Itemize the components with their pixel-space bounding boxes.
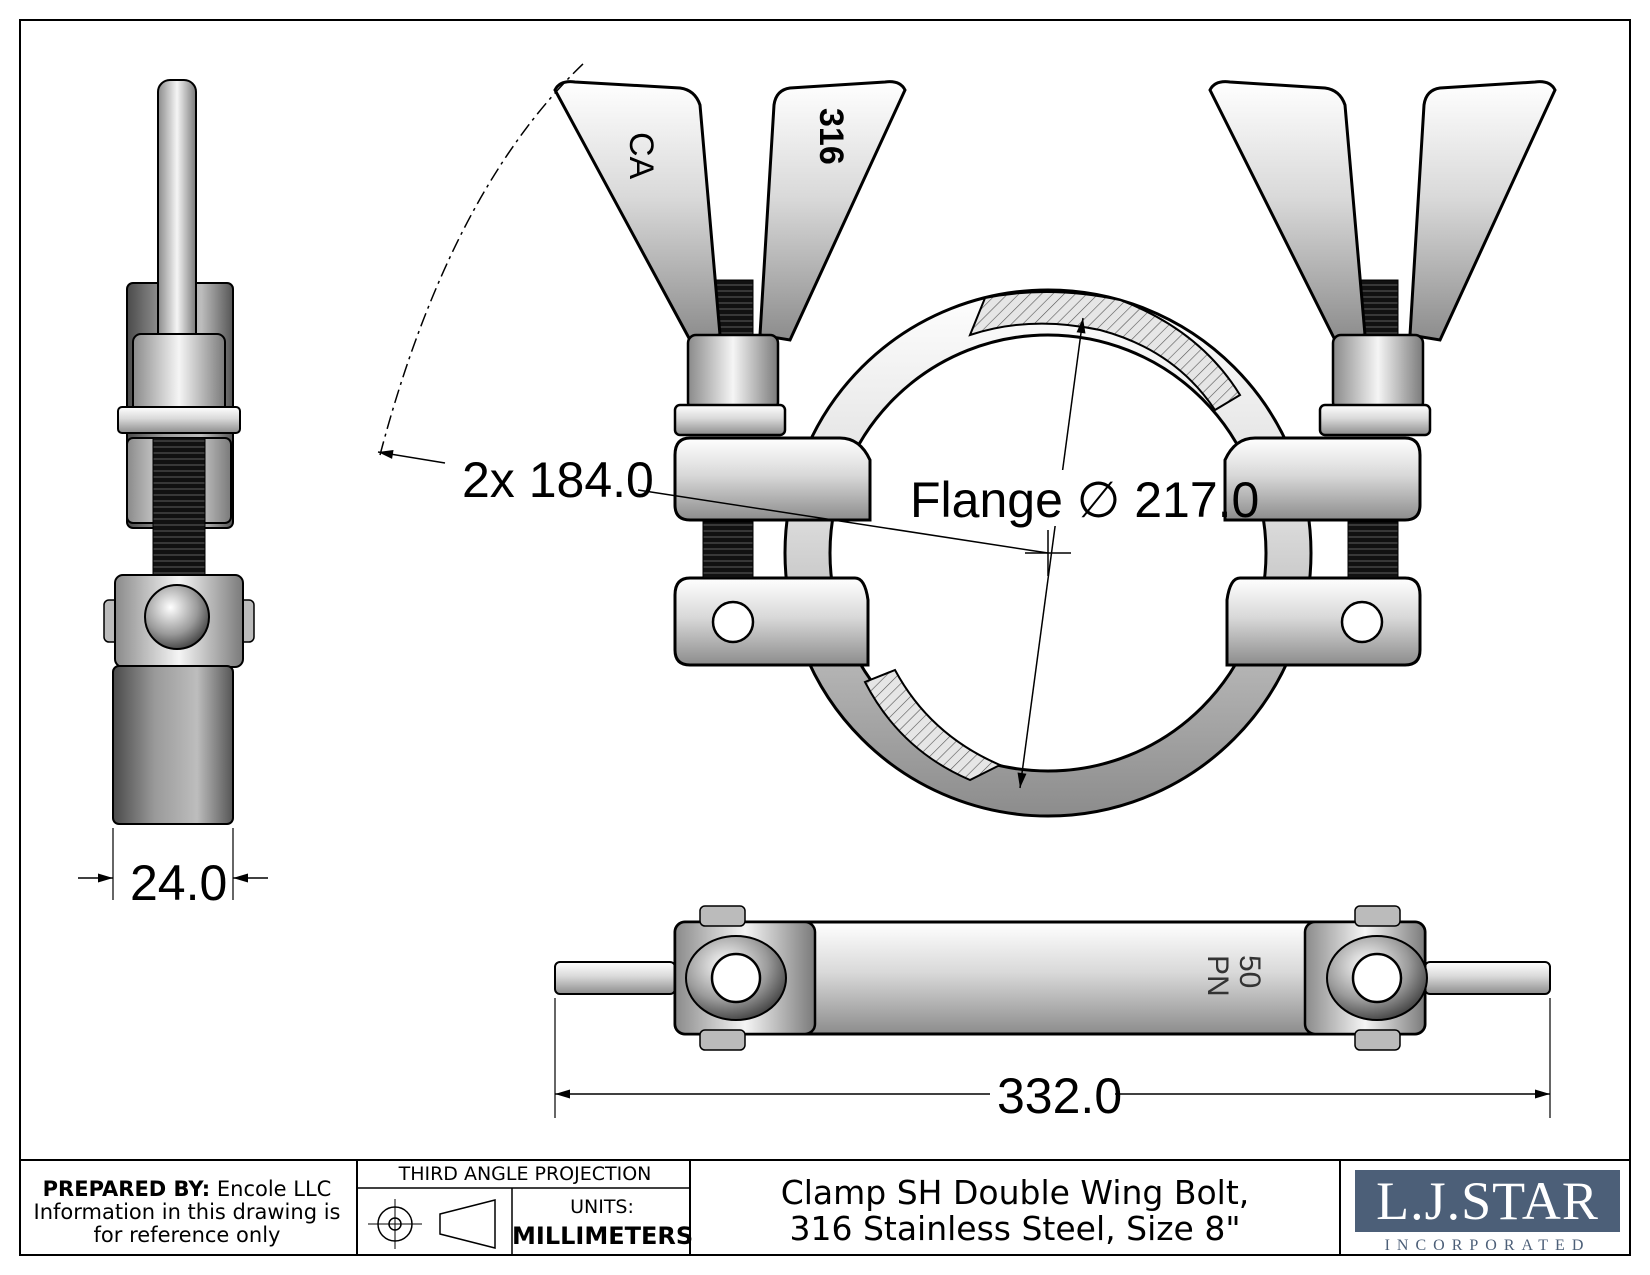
dim-width: 24.0 [130,855,227,911]
prepared-by-label: PREPARED BY: [42,1177,211,1201]
side-view [103,79,255,825]
disclaimer-line1: Information in this drawing is [33,1200,341,1224]
projection-label: THIRD ANGLE PROJECTION [398,1163,652,1185]
material-mark: 316 [812,108,850,165]
units-value: MILLIMETERS [512,1222,694,1250]
drawing-title-line1: Clamp SH Double Wing Bolt, [780,1173,1250,1212]
third-angle-projection-icon [368,1199,496,1249]
pressure-mark-pn: PN [1201,955,1234,997]
dim-flange: Flange ∅ 217.0 [910,472,1259,528]
dim-angle: 2x 184.0 [462,452,654,508]
prepared-by-value: Encole LLC [210,1177,332,1201]
company-logo-subtitle: INCORPORATED [1384,1237,1591,1254]
prepared-by-block: PREPARED BY: Encole LLC Information in t… [22,1178,352,1247]
title-block [20,1159,1630,1255]
drawing-title-line2: 316 Stainless Steel, Size 8" [789,1209,1241,1248]
pressure-mark-50: 50 [1233,955,1266,988]
sheet-border [19,19,1631,1256]
units-label: UNITS: [570,1196,634,1218]
logo-mark: CA [622,132,660,180]
bottom-view: PN 50 [554,905,1551,1051]
disclaimer-line2: for reference only [93,1223,281,1247]
dim-length: 332.0 [997,1068,1122,1124]
company-logo: L.J.STAR [1355,1170,1620,1232]
drawing-title: Clamp SH Double Wing Bolt, 316 Stainless… [690,1175,1340,1247]
front-view: CA 316 [377,61,1557,818]
